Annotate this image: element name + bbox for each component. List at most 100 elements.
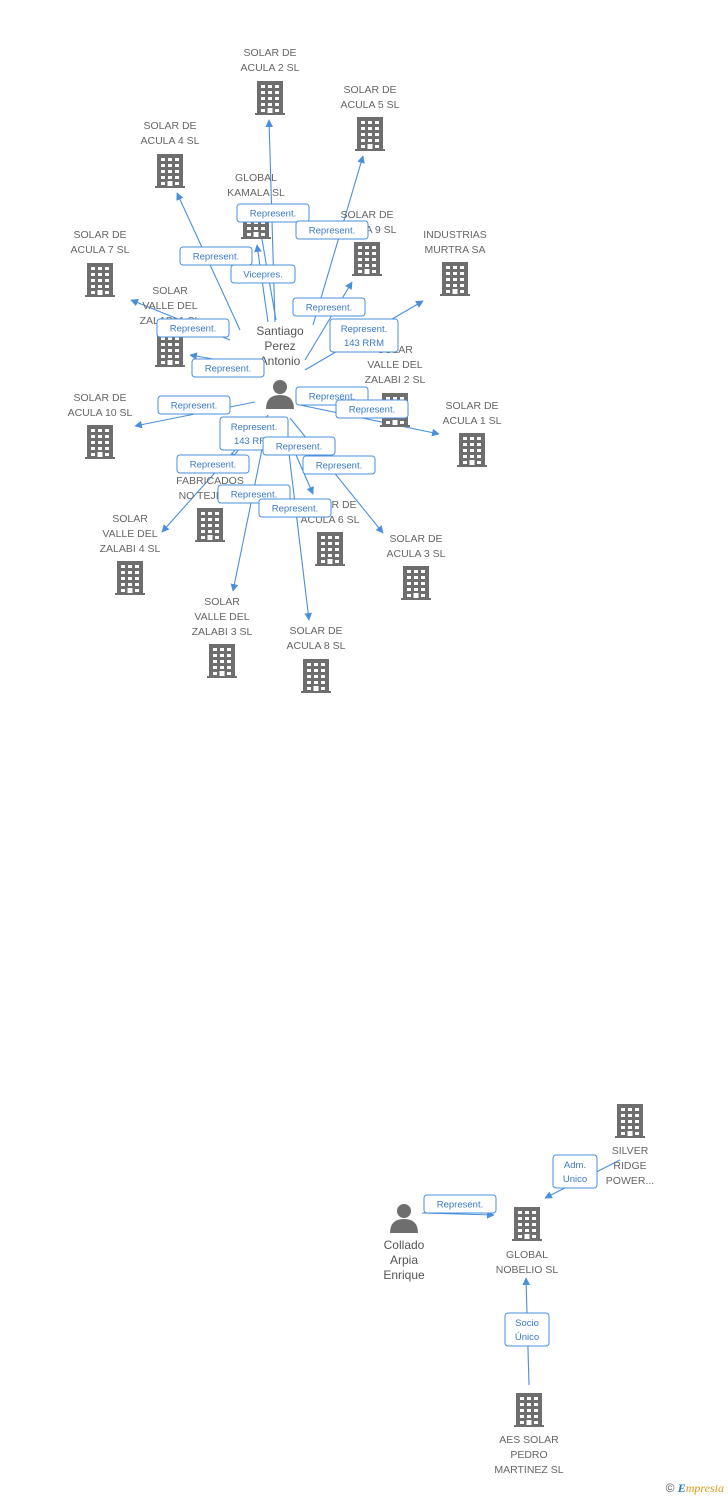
building-window [463,437,467,440]
node-label: MURTRA SA [424,244,485,256]
building-window [105,273,109,276]
building-window [128,565,132,568]
relation-label-text: 143 RRM [234,436,274,447]
relation-label[interactable]: Represent. [302,455,376,475]
building-door [253,232,259,237]
empresia-logo[interactable]: Empresia [677,1481,724,1495]
building-window [407,588,411,591]
building-window [534,1415,538,1418]
relation-label-text: Represent. [272,504,318,515]
building-window [470,455,474,458]
building-window [215,530,219,533]
building-window [215,518,219,521]
building-window [314,663,318,666]
relation-label[interactable]: Represent. [258,498,332,518]
building-window [208,524,212,527]
relation-label[interactable]: Represent. [295,220,369,240]
building-window [161,164,165,167]
building-window [121,571,125,574]
company-node[interactable]: SILVERRIDGEPOWER... [606,1104,654,1187]
relation-label[interactable]: Adm.Unico [552,1154,598,1189]
building-window [175,343,179,346]
node-label: GLOBAL [235,172,277,184]
building-window [321,669,325,672]
building-window [161,349,165,352]
building-window [208,512,212,515]
relation-label-box [335,399,409,419]
relation-label[interactable]: Represent. [423,1194,497,1214]
building-window [328,554,332,557]
building-window [220,666,224,669]
building-door [452,289,458,294]
relation-label[interactable]: Represent. [179,246,253,266]
relation-label[interactable]: Represent.143 RRM [329,318,399,353]
building-window [368,139,372,142]
building-base [301,691,331,693]
building-window [247,233,251,236]
relation-label[interactable]: Represent. [191,358,265,378]
building-window [446,284,450,287]
building-window [307,675,311,678]
building-base [155,365,185,367]
building-window [201,512,205,515]
node-label: VALLE DEL [194,611,249,623]
building-window [460,284,464,287]
building-window [168,355,172,358]
relation-label-text: Represent. [437,1200,483,1211]
building-door [367,144,373,149]
building-window [321,542,325,545]
relation-label[interactable]: Represent. [156,318,230,338]
building-door [267,108,273,113]
building-base [457,465,487,467]
building-window [470,443,474,446]
building-window [358,246,362,249]
relation-label[interactable]: Represent. [335,399,409,419]
relation-label[interactable]: Vicepres. [230,264,296,284]
relation-label[interactable]: Represent. [176,454,250,474]
node-label: Arpia [390,1253,418,1267]
building-window [335,542,339,545]
building-window [534,1421,538,1424]
node-label: SOLAR DE [143,120,196,132]
relation-label[interactable]: Represent. [236,203,310,223]
relation-label[interactable]: Represent. [262,436,336,456]
building-window [201,530,205,533]
building-window [407,582,411,585]
building-window [477,461,481,464]
building-window [213,666,217,669]
building-window [275,91,279,94]
building-window [201,536,205,539]
building-window [400,421,404,424]
relation-label[interactable]: Represent. [292,297,366,317]
relation-label-box [552,1154,598,1189]
building-window [527,1403,531,1406]
building-window [518,1229,522,1232]
person-head [397,1204,411,1218]
building-window [314,681,318,684]
building-window [175,164,179,167]
building-base [355,149,385,151]
building-window [91,285,95,288]
node-label: VALLE DEL [142,300,197,312]
building-window [421,570,425,573]
building-window [121,589,125,592]
node-label: FABRICADOS [176,475,244,487]
relation-label[interactable]: Represent. [157,395,231,415]
